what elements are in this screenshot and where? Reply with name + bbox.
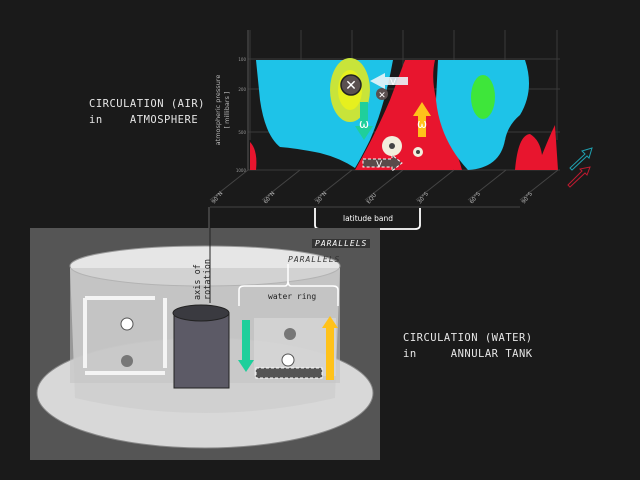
- out-of-page-marker-large: [382, 136, 402, 156]
- y-tick-label: 100: [238, 57, 246, 62]
- x-tick-label: 30°N: [315, 191, 329, 205]
- jet-core-south: [471, 75, 495, 119]
- omega-label-right: ω: [417, 117, 427, 131]
- red-direction-arrow-icon: [567, 166, 591, 188]
- annular-tank-image: axis of rotation PARALLELS water ring: [30, 228, 380, 460]
- warm-region-south: [515, 125, 558, 170]
- x-tick-label: EQU: [366, 192, 378, 205]
- x-grid-line: [364, 169, 404, 201]
- v-label-bottom: V: [376, 160, 383, 170]
- x-grid-line: [261, 169, 301, 201]
- latitude-band-label: latitude band: [343, 214, 393, 223]
- bottom-flow-arrow-icon: [255, 367, 323, 379]
- omega-up-arrow-icon: [413, 102, 431, 137]
- atmosphere-caption-line1: CIRCULATION (AIR): [89, 98, 205, 110]
- cylinder-top: [172, 304, 230, 322]
- central-cylinder: [173, 312, 230, 389]
- v-arrow-bottom-icon: [362, 153, 403, 173]
- water-caption: CIRCULATION (WATER) in ANNULAR TANK: [403, 330, 533, 362]
- x-tick-label: 30°S: [417, 191, 430, 205]
- yellow-arrowhead: [322, 316, 338, 328]
- yellow-up-arrow-icon: [326, 328, 334, 380]
- x-grid-line: [467, 169, 507, 201]
- y-tick-label: 1000: [236, 168, 247, 173]
- parallels-label-chart: PARALLELS: [312, 239, 371, 248]
- out-of-page-marker: [281, 353, 295, 367]
- x-tick-label: 60°S: [469, 191, 482, 205]
- into-page-marker-large: ✕: [340, 74, 362, 96]
- svg-text:✕: ✕: [345, 78, 357, 94]
- v-arrow-top-icon: [370, 73, 408, 89]
- out-of-page-marker: [120, 317, 134, 331]
- atmosphere-circulation-chart: ✕ ✕ V ω ω V 100 200 500 1000 atmospheric…: [208, 30, 560, 260]
- cyan-direction-arrow-icon: [569, 147, 593, 171]
- teal-down-arrow-icon: [242, 320, 250, 360]
- x-tick-label: 60°N: [263, 191, 277, 205]
- water-ring-label: water ring: [268, 292, 317, 301]
- atmosphere-caption: CIRCULATION (AIR) in ATMOSPHERE: [89, 96, 205, 128]
- warm-region-equator: [355, 60, 462, 170]
- parallels-label-tank: PARALLELS: [288, 255, 341, 264]
- x-grid-line: [209, 169, 249, 201]
- axis-direction-arrows: [567, 147, 593, 188]
- atmosphere-caption-line2: in ATMOSPHERE: [89, 114, 199, 126]
- into-page-marker-small: ✕: [376, 88, 388, 101]
- y-tick-label: 500: [238, 130, 246, 135]
- x-grid-line: [519, 169, 559, 201]
- axis-of-rotation-label: axis of rotation: [193, 259, 213, 300]
- omega-label-left: ω: [359, 117, 369, 131]
- x-grid-line: [415, 169, 455, 201]
- v-label-top: V: [390, 78, 397, 88]
- out-of-page-marker-small: [413, 147, 423, 157]
- into-page-marker: [121, 355, 133, 367]
- y-tick-label: 200: [238, 87, 246, 92]
- warm-region-north: [250, 142, 257, 170]
- y-axis-unit: [ millibars ]: [223, 92, 231, 129]
- into-page-marker: [284, 328, 296, 340]
- omega-down-arrow-icon: [355, 102, 373, 140]
- teal-arrowhead: [238, 360, 254, 372]
- x-grid-line: [313, 169, 353, 201]
- water-caption-line2: in ANNULAR TANK: [403, 348, 533, 360]
- water-caption-line1: CIRCULATION (WATER): [403, 332, 533, 344]
- svg-text:✕: ✕: [378, 91, 386, 101]
- y-axis-label: atmospheric pressure: [214, 75, 222, 146]
- left-cell-loop-arrows: [83, 296, 167, 375]
- x-tick-label: 90°N: [211, 191, 225, 205]
- x-tick-label: 90°S: [521, 191, 534, 205]
